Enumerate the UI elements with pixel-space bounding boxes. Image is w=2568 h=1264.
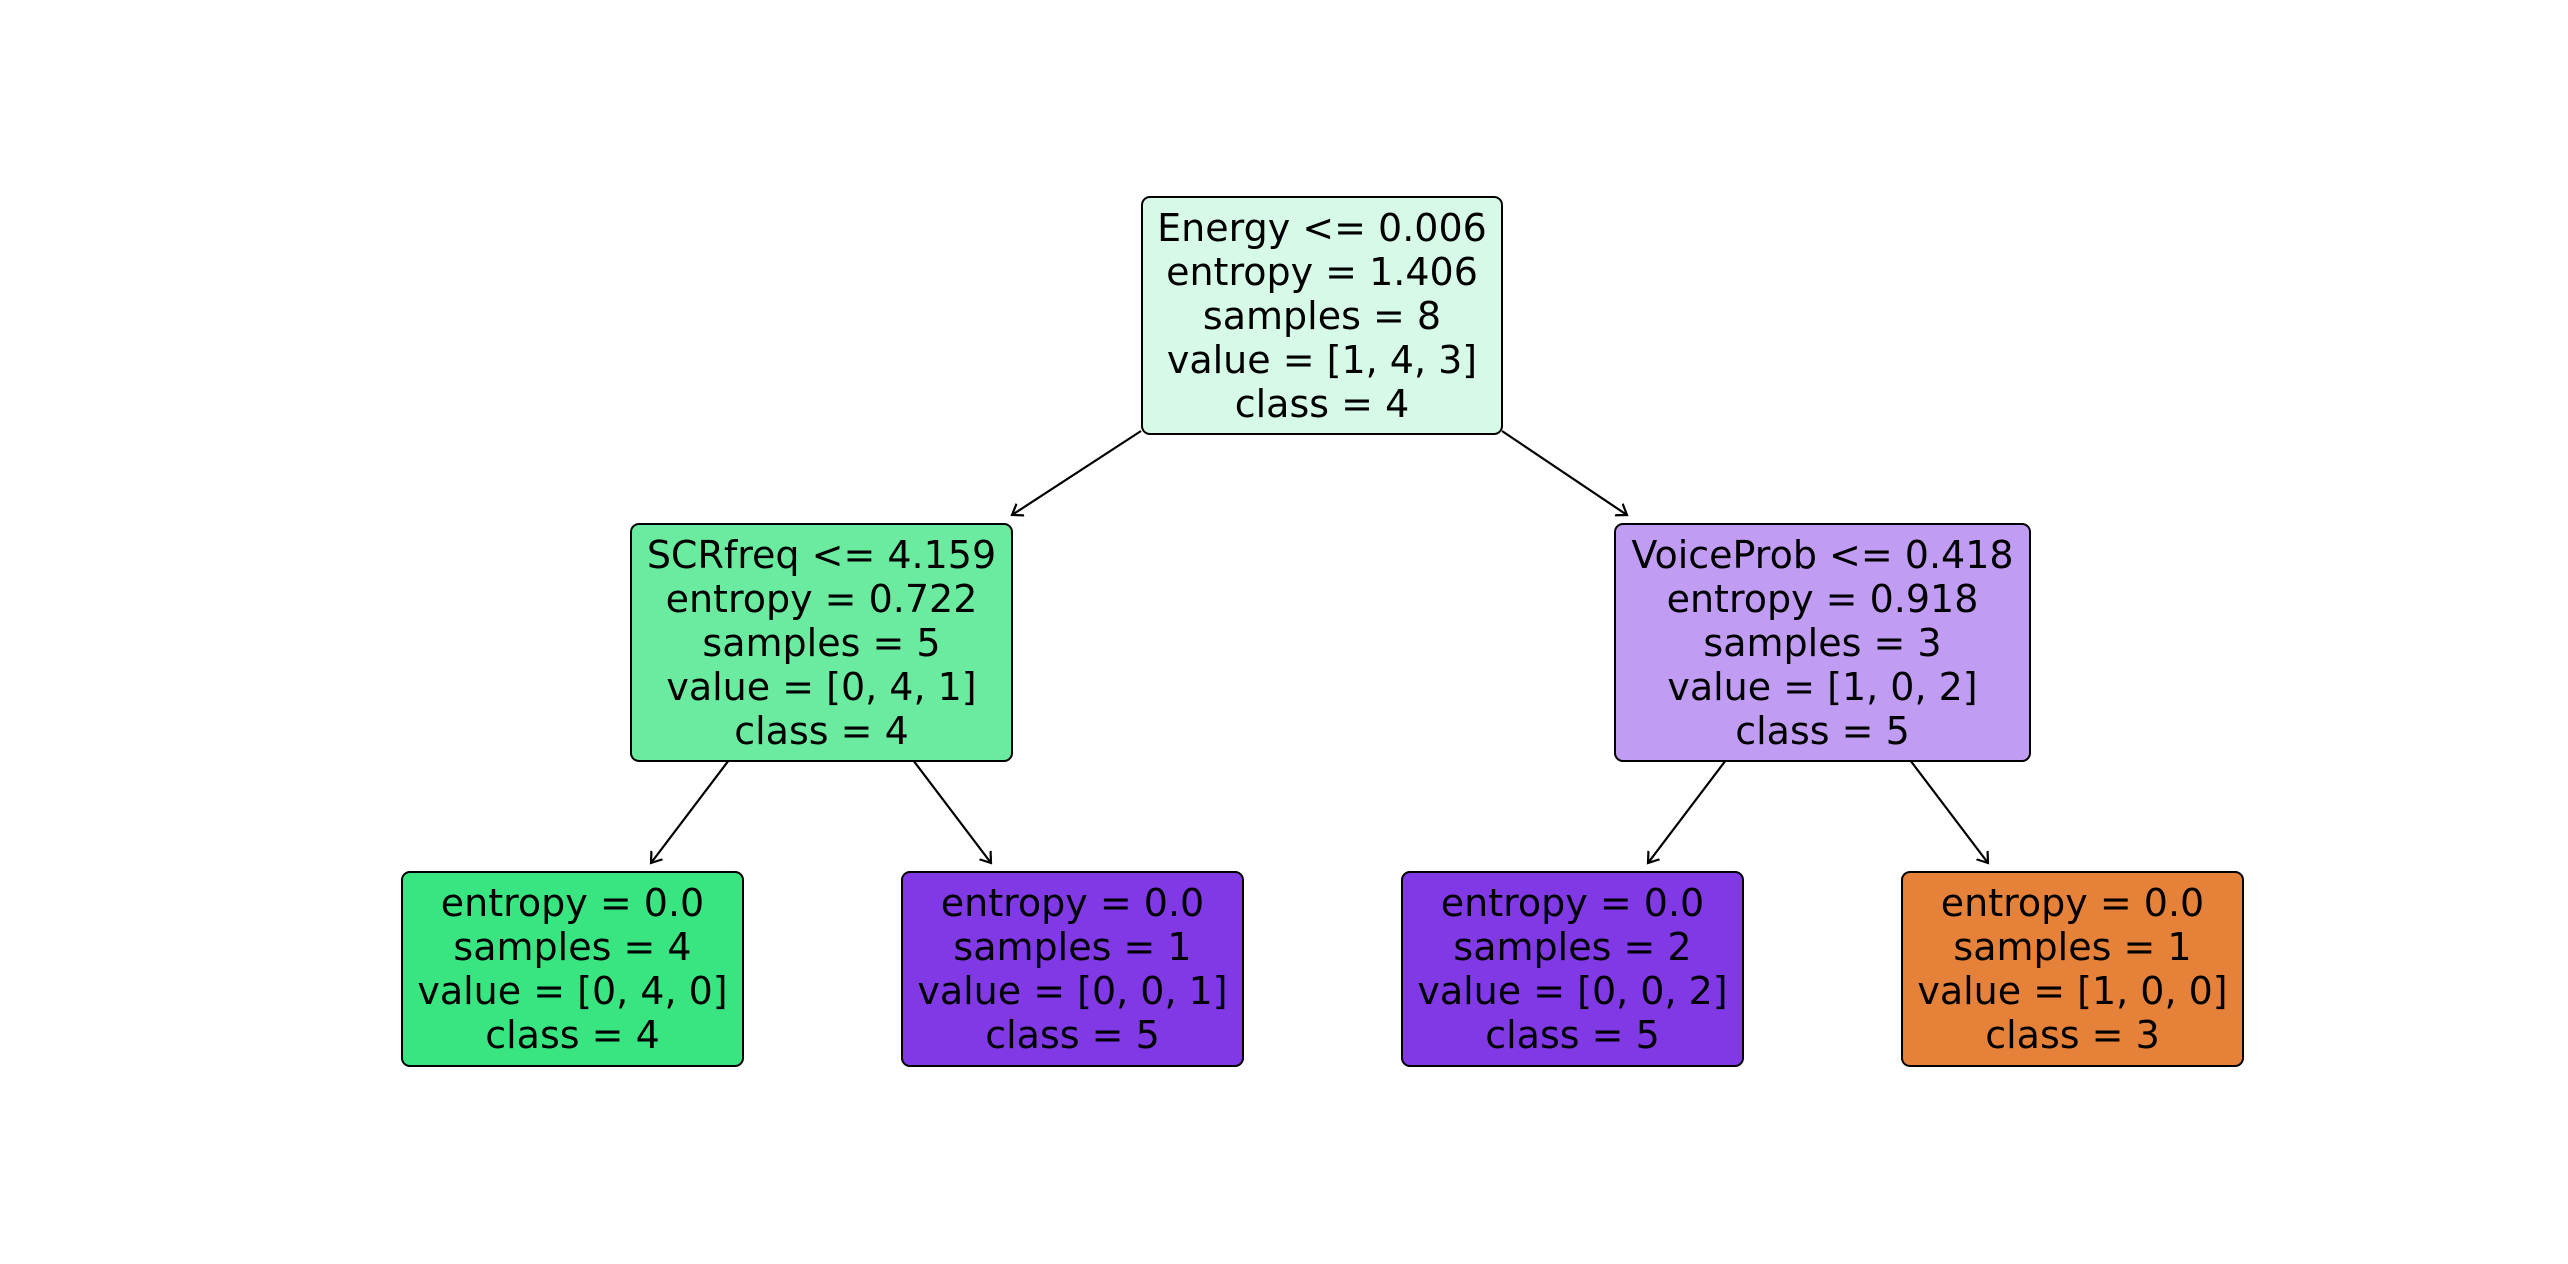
edge-root-left xyxy=(1012,430,1142,515)
edge-right-rightleaf xyxy=(1909,759,1988,863)
node-value: value = [0, 0, 1] xyxy=(917,969,1228,1013)
node-entropy: entropy = 0.918 xyxy=(1666,576,1979,621)
leaf-node-right-left: entropy = 0.0 samples = 2 value = [0, 0,… xyxy=(1401,871,1744,1067)
leaf-node-left-left: entropy = 0.0 samples = 4 value = [0, 4,… xyxy=(401,871,744,1067)
node-entropy: entropy = 0.0 xyxy=(1940,881,2205,925)
node-samples: samples = 1 xyxy=(1953,925,2192,969)
edge-left-rightleaf xyxy=(912,759,991,863)
node-entropy: entropy = 0.722 xyxy=(665,576,978,621)
node-samples: samples = 1 xyxy=(953,925,1192,969)
right-split-node: VoiceProb <= 0.418 entropy = 0.918 sampl… xyxy=(1614,523,2031,762)
node-split: Energy <= 0.006 xyxy=(1157,205,1487,250)
node-samples: samples = 5 xyxy=(702,620,941,665)
node-value: value = [1, 4, 3] xyxy=(1166,337,1478,382)
leaf-node-left-right: entropy = 0.0 samples = 1 value = [0, 0,… xyxy=(901,871,1244,1067)
leaf-node-right-right: entropy = 0.0 samples = 1 value = [1, 0,… xyxy=(1901,871,2244,1067)
node-samples: samples = 4 xyxy=(453,925,692,969)
node-entropy: entropy = 0.0 xyxy=(440,881,705,925)
node-class: class = 4 xyxy=(734,708,909,753)
node-entropy: entropy = 0.0 xyxy=(1440,881,1705,925)
left-split-node: SCRfreq <= 4.159 entropy = 0.722 samples… xyxy=(630,523,1013,762)
node-class: class = 4 xyxy=(485,1013,660,1057)
node-class: class = 5 xyxy=(1735,708,1910,753)
node-split: SCRfreq <= 4.159 xyxy=(646,532,997,577)
edge-root-right xyxy=(1501,430,1627,515)
node-value: value = [0, 4, 0] xyxy=(417,969,728,1013)
node-samples: samples = 8 xyxy=(1202,293,1442,338)
edge-left-leftleaf xyxy=(651,759,730,863)
node-value: value = [0, 4, 1] xyxy=(666,664,977,709)
node-value: value = [0, 0, 2] xyxy=(1417,969,1728,1013)
node-value: value = [1, 0, 0] xyxy=(1917,969,2228,1013)
node-class: class = 5 xyxy=(985,1013,1160,1057)
node-class: class = 5 xyxy=(1485,1013,1660,1057)
node-samples: samples = 3 xyxy=(1703,620,1942,665)
node-value: value = [1, 0, 2] xyxy=(1667,664,1978,709)
node-class: class = 4 xyxy=(1234,381,1410,426)
root-node: Energy <= 0.006 entropy = 1.406 samples … xyxy=(1141,196,1503,435)
edge-right-leftleaf xyxy=(1648,759,1727,863)
node-split: VoiceProb <= 0.418 xyxy=(1631,532,2014,577)
node-entropy: entropy = 1.406 xyxy=(1166,249,1478,294)
node-samples: samples = 2 xyxy=(1453,925,1692,969)
node-class: class = 3 xyxy=(1985,1013,2160,1057)
node-entropy: entropy = 0.0 xyxy=(940,881,1205,925)
